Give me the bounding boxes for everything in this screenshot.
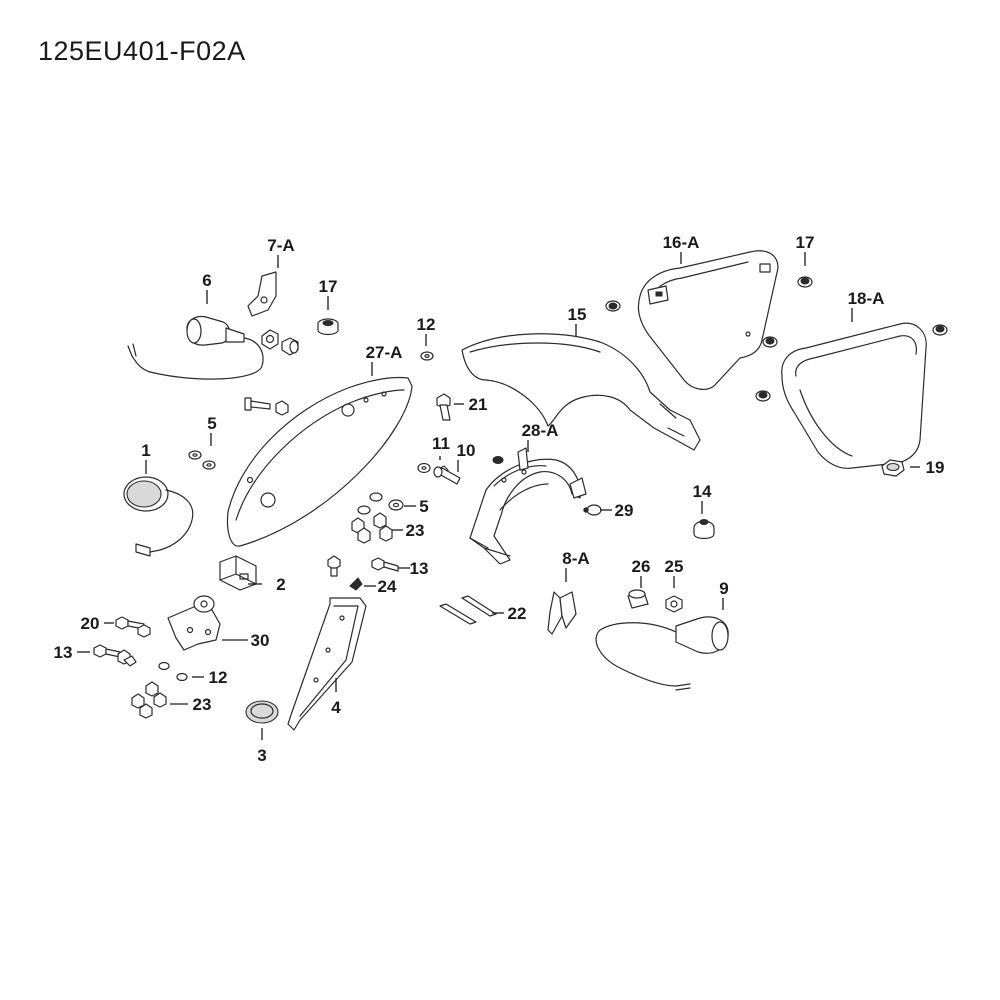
callout-25: 25	[665, 557, 684, 576]
bracket-7a	[247, 271, 277, 317]
rubber-grommet-17-left-cover	[605, 300, 621, 312]
screw-28a	[492, 456, 504, 464]
bolt-pair-left	[117, 624, 151, 667]
callout-19: 19	[926, 458, 945, 477]
callout-11: 11	[432, 434, 450, 453]
callout-8a: 8-A	[562, 549, 589, 568]
nut-washer-cluster	[351, 492, 404, 544]
turn-signal-rear-9	[595, 616, 729, 691]
callout-29: 29	[615, 501, 634, 520]
bolt-13-left	[93, 644, 121, 658]
callout-12a: 12	[417, 315, 436, 334]
callout-4: 4	[331, 698, 341, 717]
callout-15: 15	[568, 305, 587, 324]
callout-17a: 17	[319, 277, 338, 296]
rubber-grommet-17-left	[317, 318, 339, 336]
callout-10: 10	[457, 441, 476, 460]
bolt-fender-left	[244, 397, 289, 416]
rubber-grommets-18a	[755, 324, 948, 402]
side-cover-16a	[637, 250, 779, 390]
bolt-10	[433, 465, 461, 485]
nuts-23-left	[131, 681, 167, 719]
callout-22: 22	[508, 604, 527, 623]
rear-fender-27a	[226, 376, 413, 547]
bolt-left-of-24	[327, 555, 341, 577]
pins-22	[439, 595, 497, 625]
bushing-26	[627, 589, 649, 609]
nut-25	[665, 595, 683, 613]
rivet-24	[349, 577, 363, 591]
bolt-21	[436, 393, 451, 421]
fender-stay-4	[287, 597, 367, 731]
callout-labels: 1 2 3 4 5 5 6 7-A 8-A 9 10 11 12 12 13 1…	[54, 233, 945, 765]
callout-26: 26	[632, 557, 651, 576]
bolt-13-middle	[371, 557, 399, 572]
callout-9: 9	[719, 579, 728, 598]
license-bracket-30	[167, 595, 221, 651]
callout-1: 1	[141, 441, 150, 460]
reflector-3	[245, 700, 279, 724]
callout-2: 2	[276, 575, 285, 594]
inner-fender-15	[461, 333, 701, 451]
washers-12-left	[158, 661, 188, 682]
callout-12b: 12	[209, 668, 228, 687]
reflector-block-2	[219, 555, 257, 591]
rubber-grommet-17-right	[797, 276, 813, 288]
callout-13b: 13	[54, 643, 73, 662]
grommet-19	[881, 459, 905, 477]
callout-24: 24	[378, 577, 397, 596]
washer-11	[417, 462, 431, 474]
signal-nut	[261, 329, 279, 350]
callout-18a: 18-A	[848, 289, 885, 308]
leader-lines	[77, 252, 920, 740]
tail-light-1	[123, 476, 194, 557]
side-cover-18a	[781, 322, 927, 469]
mudguard-frame-28a	[469, 447, 587, 565]
callout-3: 3	[257, 746, 266, 765]
washers-5-left	[188, 450, 216, 470]
callout-30: 30	[251, 631, 270, 650]
callout-20: 20	[81, 614, 100, 633]
callout-17b: 17	[796, 233, 815, 252]
damper-14	[693, 519, 715, 540]
callout-13a: 13	[410, 559, 429, 578]
signal-bushing	[281, 337, 299, 356]
callout-5a: 5	[207, 414, 216, 433]
callout-14: 14	[693, 482, 712, 501]
callout-28a: 28-A	[522, 421, 559, 440]
callout-7a: 7-A	[267, 236, 294, 255]
callout-23a: 23	[406, 521, 425, 540]
callout-5b: 5	[419, 497, 428, 516]
callout-23b: 23	[193, 695, 212, 714]
screw-29	[583, 504, 602, 516]
callout-21: 21	[469, 395, 488, 414]
callout-27a: 27-A	[366, 343, 403, 362]
diagram-title: 125EU401-F02A	[38, 36, 246, 66]
turn-signal-front-left	[127, 315, 264, 380]
washer-12-top	[420, 351, 434, 361]
callout-16a: 16-A	[663, 233, 700, 252]
callout-6: 6	[202, 271, 211, 290]
bracket-8a	[547, 591, 577, 635]
